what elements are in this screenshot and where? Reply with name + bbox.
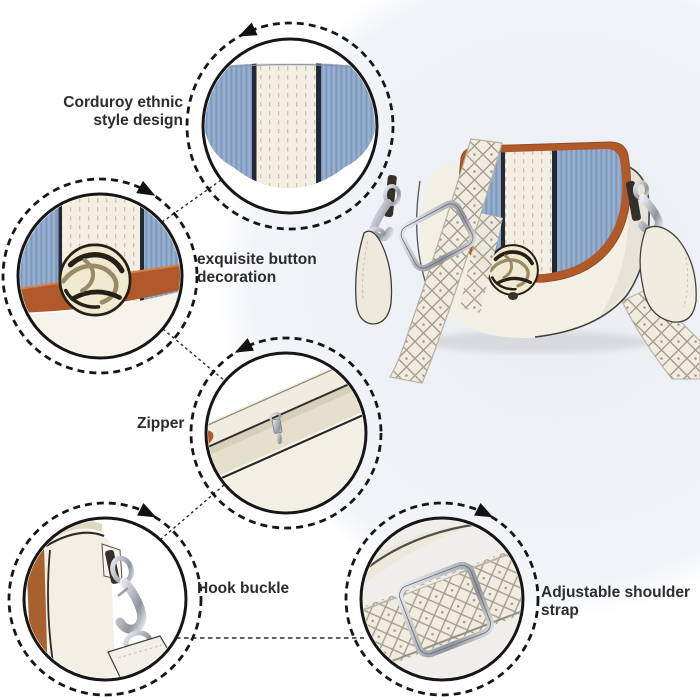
dashed-ring-icon [7,501,203,697]
label-line: Corduroy ethnic [63,94,183,111]
stitching [362,240,369,301]
label-line: Adjustable shoulder [541,584,690,601]
left-strap-tab [355,230,393,325]
right-strap-tab [639,225,697,323]
strap-detail-circle [344,501,540,697]
corduroy-label: Corduroy ethnic style design [63,94,183,129]
hook-buckle-detail-circle [7,501,203,697]
button-knob [508,292,518,300]
dashed-ring-icon [189,336,383,530]
arrow-icon [474,502,494,518]
label-line: Zipper [137,415,185,432]
slide-buckle [396,561,494,658]
zipper-pull [269,412,283,445]
bag-shadow [420,331,650,353]
dashed-ring-icon [185,21,395,231]
corduroy-detail-circle [185,21,395,231]
zipper-detail-circle [189,336,383,530]
adjustable-strap-label: Adjustable shoulder strap [541,584,690,619]
zipper-label: Zipper [137,415,184,433]
label-line: exquisite button [197,251,317,268]
dashed-ring-icon [1,177,199,375]
hook-buckle-label: Hook buckle [197,580,289,598]
bag-product-photo [355,138,700,384]
button-label: exquisite button decoration [197,251,317,286]
button-detail-circle [1,177,199,375]
slide-buckle [397,200,477,272]
label-line: strap [541,601,579,619]
zipper-detail-photo [208,355,364,511]
stitching [683,256,689,308]
dashed-ring-icon [344,501,540,697]
shoulder-strap-tail [621,288,700,380]
arrow-icon [234,338,254,353]
label-line: style design [93,111,183,129]
connector-line [161,177,225,223]
strap-loose-end [460,213,503,313]
label-line: decoration [197,268,277,286]
connector-line [162,328,226,382]
arrow-icon [136,180,156,196]
arrow-icon [238,22,258,37]
arrow-icon [137,502,157,518]
label-line: Hook buckle [197,580,290,597]
